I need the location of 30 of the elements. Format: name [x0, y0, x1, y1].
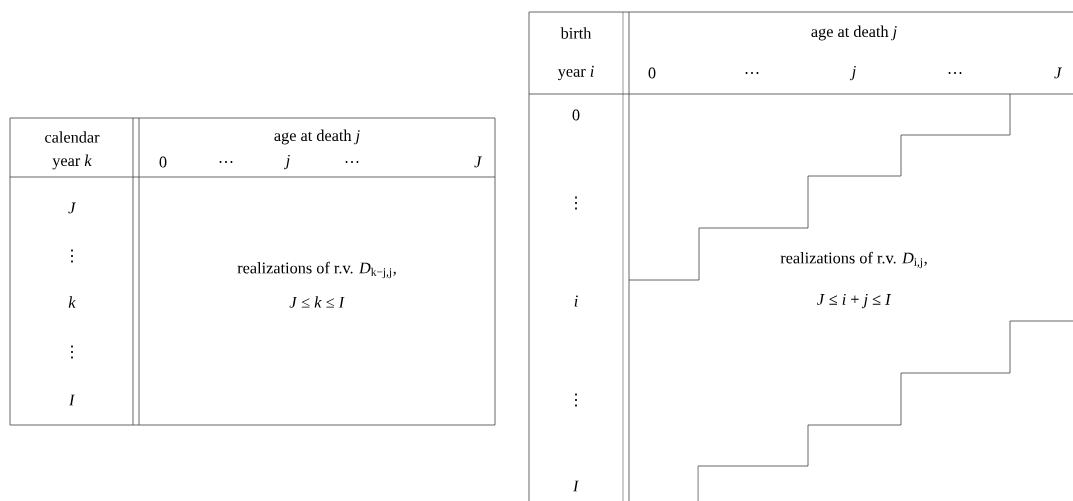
row-label: k [68, 296, 76, 308]
cell-text: J ≤ k ≤ I [289, 296, 345, 308]
row-label: 0 [572, 109, 580, 121]
column-number: 0 [648, 67, 656, 79]
column-number: J [474, 156, 482, 168]
column-heading: age at deathj [811, 25, 897, 41]
column-number: j [850, 65, 856, 81]
column-number: 0 [159, 156, 167, 168]
row-label: I [68, 394, 76, 406]
column-heading: age at deathj [274, 129, 360, 145]
row-label: i [574, 295, 578, 307]
column-heading: birth [560, 27, 592, 39]
column-number: … [345, 161, 359, 163]
column-number: J [1054, 67, 1062, 79]
row-label: ⋮ [575, 196, 577, 210]
column-heading: calendar [45, 131, 100, 143]
cell-text: realizations of r.v. D$_{i,j}$, [780, 251, 927, 269]
cell-text: realizations of r.v. D$_{k−j,j}$, [237, 261, 396, 279]
column-number: j [284, 154, 290, 170]
column-number: … [745, 72, 759, 74]
column-number: … [948, 72, 962, 74]
row-label: ⋮ [71, 345, 73, 359]
row-label: ⋮ [71, 249, 73, 263]
column-heading: year k [52, 154, 92, 170]
row-label: J [68, 202, 76, 214]
cell-text: J ≤ i + j ≤ I [817, 293, 892, 309]
row-label: I [572, 480, 580, 492]
row-label: ⋮ [575, 393, 577, 407]
column-heading: year i [557, 65, 594, 81]
column-number: … [219, 161, 233, 163]
